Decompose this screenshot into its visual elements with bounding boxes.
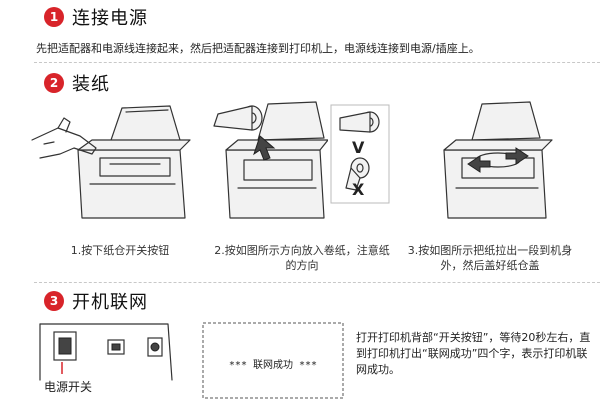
power-switch-label: 电源开关 <box>44 380 93 394</box>
receipt-paper <box>202 322 344 399</box>
divider <box>34 62 600 63</box>
step-1-title: 连接电源 <box>72 8 148 29</box>
step-1-header: 1 连接电源 <box>44 4 148 30</box>
receipt-text: *** 联网成功 *** <box>228 360 318 371</box>
caption-pull-paper: 3.按如图所示把纸拉出一段到机身外，然后盖好纸仓盖 <box>407 244 573 272</box>
step-1-description: 先把适配器和电源线连接起来，然后把适配器连接到打印机上，电源线连接到电源/插座上… <box>36 42 480 55</box>
correct-mark: V <box>352 138 365 157</box>
step-2-header: 2 装纸 <box>44 70 110 96</box>
printer-back-panel <box>39 323 173 381</box>
step-3-description: 打开打印机背部“开关按钮”，等待20秒左右，直到打印机打出“联网成功”四个字，表… <box>356 331 591 376</box>
step-1-badge: 1 <box>44 7 64 27</box>
step-3-header: 3 开机联网 <box>44 288 148 314</box>
printer-press-button-illustration <box>31 105 191 219</box>
step-2-badge: 2 <box>44 73 64 93</box>
step-2-title: 装纸 <box>72 74 110 95</box>
printer-pull-paper-illustration <box>443 101 553 219</box>
caption-insert-roll: 2.按如图所示方向放入卷纸，注意纸的方向 <box>214 244 390 272</box>
divider <box>34 282 600 283</box>
wrong-mark: X <box>352 180 365 199</box>
printer-insert-roll-illustration <box>213 101 328 219</box>
step-3-title: 开机联网 <box>72 292 148 313</box>
paper-orientation-diagram <box>330 104 390 204</box>
step-3-badge: 3 <box>44 291 64 311</box>
caption-press-button: 1.按下纸仓开关按钮 <box>70 244 170 257</box>
